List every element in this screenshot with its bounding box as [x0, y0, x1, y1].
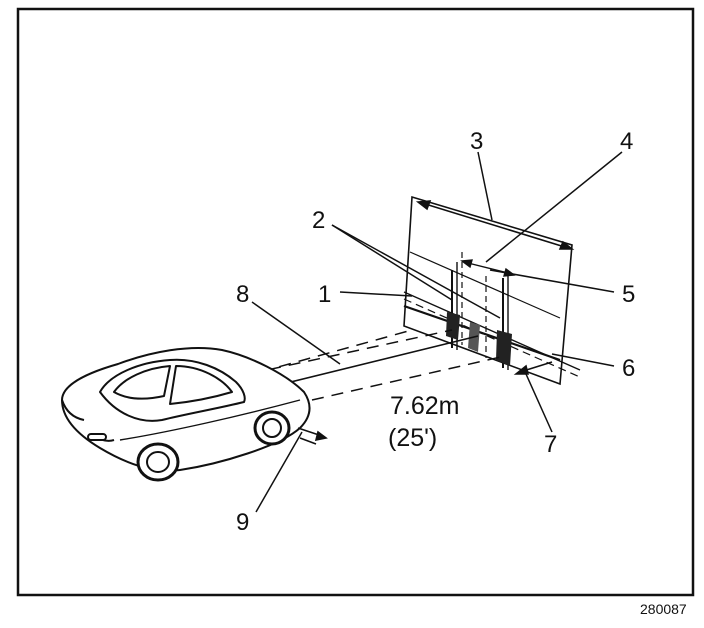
distance-metric: 7.62m [390, 392, 459, 420]
leader-lines [251, 151, 623, 513]
aiming-screen [403, 195, 573, 386]
callout-3: 3 [470, 128, 483, 155]
screen-width-dimension [415, 200, 575, 250]
figure-id: 280087 [640, 601, 687, 617]
callout-9: 9 [236, 509, 249, 536]
distance-imperial: (25') [388, 424, 437, 452]
callout-2: 2 [312, 207, 325, 234]
callout-4: 4 [620, 128, 633, 155]
callout-5: 5 [622, 281, 635, 308]
callout-7: 7 [544, 431, 557, 458]
vehicle [61, 347, 311, 472]
floor-line-arrow [513, 361, 553, 375]
figure-frame [16, 7, 695, 597]
rear-axle-arrow [297, 427, 328, 445]
horizontal-reference-lines [403, 251, 583, 379]
callout-8: 8 [236, 281, 249, 308]
callout-6: 6 [622, 355, 635, 382]
beam-projection-lines [229, 329, 506, 401]
vehicle-wheels [136, 410, 291, 482]
beam-hot-spots [446, 312, 512, 366]
callout-1: 1 [318, 281, 331, 308]
